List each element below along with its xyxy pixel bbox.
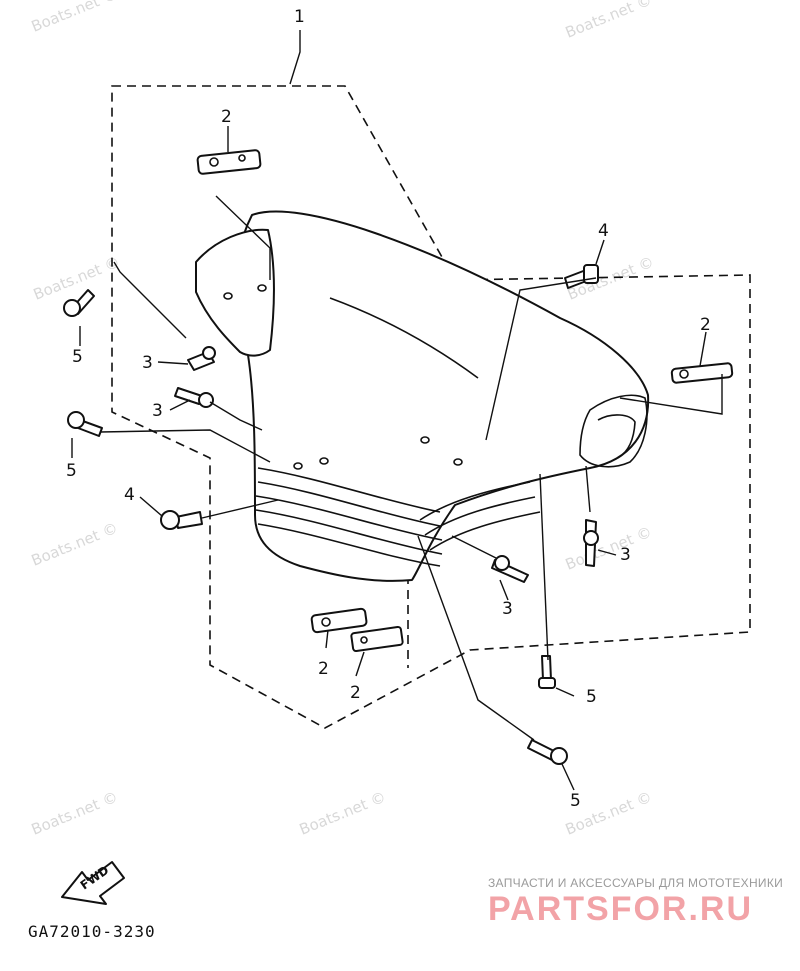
clip-plate: [670, 362, 734, 384]
watermark: Boats.net ©: [29, 788, 121, 839]
watermark: Boats.net ©: [31, 253, 123, 304]
drawing-code: GA72010-3230: [28, 922, 156, 941]
rivet: [583, 519, 599, 567]
rivet: [174, 387, 214, 408]
cowling: [195, 210, 650, 582]
rivet: [491, 555, 529, 583]
callout-3: 3: [142, 353, 153, 373]
callout-2: 2: [700, 315, 711, 335]
shop-logo: PARTSFOR.RU: [488, 890, 754, 928]
shop-caption: ЗАПЧАСТИ И АКСЕССУАРЫ ДЛЯ МОТОТЕХНИКИ: [488, 876, 784, 890]
screw: [538, 655, 556, 689]
rivet: [187, 346, 216, 371]
callout-3: 3: [152, 401, 163, 421]
callout-4: 4: [598, 221, 609, 241]
callout-3: 3: [502, 599, 513, 619]
clip-plate: [310, 607, 368, 634]
clip-plate: [196, 149, 262, 175]
leader-lines: [71, 126, 723, 791]
callout-5: 5: [570, 791, 581, 811]
screw: [63, 289, 95, 317]
watermark: Boats.net ©: [563, 523, 655, 574]
callout-2: 2: [350, 683, 361, 703]
watermark: Boats.net ©: [29, 0, 121, 36]
callout-5: 5: [66, 461, 77, 481]
watermark: Boats.net ©: [297, 788, 389, 839]
watermark: Boats.net ©: [29, 519, 121, 570]
callout-1: 1: [294, 7, 305, 27]
watermark: Boats.net ©: [563, 0, 655, 42]
screw: [527, 739, 568, 765]
callout-5: 5: [586, 687, 597, 707]
callout-4: 4: [124, 485, 135, 505]
leader-1: [289, 30, 301, 85]
callout-2: 2: [221, 107, 232, 127]
screw: [67, 411, 103, 437]
clip-plate: [350, 625, 404, 653]
callout-2: 2: [318, 659, 329, 679]
bolt: [160, 510, 203, 530]
callout-3: 3: [620, 545, 631, 565]
fwd-arrow-icon: FWD: [61, 861, 125, 905]
callout-5: 5: [72, 347, 83, 367]
